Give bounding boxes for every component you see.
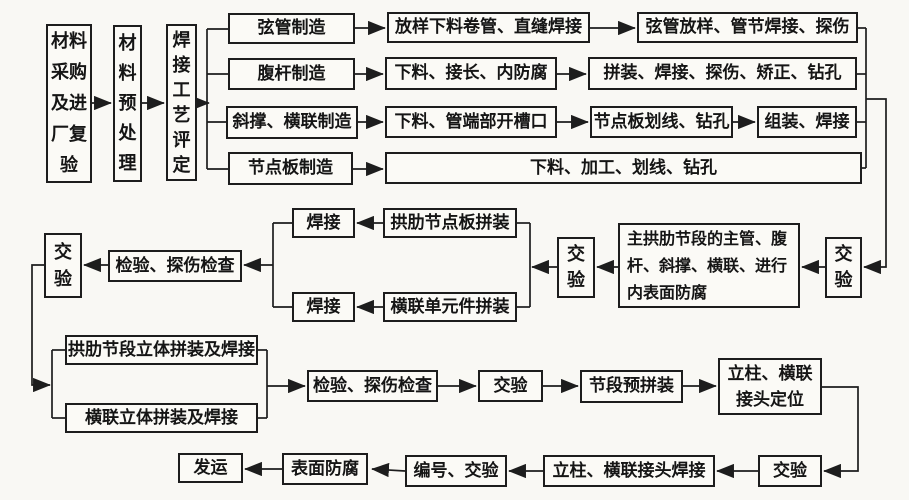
- node-cutting-lengthening-inner-anticorrosion: 下料、接长、内防腐: [385, 57, 557, 90]
- node-handover-inspection-2: 交验: [557, 237, 595, 298]
- node-inspection-flaw-check-1: 检验、探伤检查: [108, 250, 242, 282]
- node-assembling-welding: 组装、焊接: [757, 106, 857, 138]
- node-handover-inspection-3: 交验: [44, 233, 82, 298]
- node-inspection-flaw-check-2: 检验、探伤检查: [307, 370, 438, 402]
- node-numbering-handover-inspection: 编号、交验: [405, 455, 507, 487]
- node-lofting-cutting-rolling-seam-welding: 放样下料卷管、直缝焊接: [387, 12, 590, 43]
- flow-arrows: [31, 20, 887, 479]
- node-shipping: 发运: [178, 453, 243, 483]
- node-diagonal-lateral-brace-manufacture: 斜撑、横联制造: [226, 106, 358, 139]
- node-chord-lofting-joint-welding-flaw-detection: 弦管放样、管节焊接、探伤: [637, 12, 858, 43]
- node-welding-procedure-qualification: 焊接工艺评定: [166, 24, 197, 181]
- node-arch-rib-gusset-assembly: 拱肋节点板拼装: [383, 208, 517, 238]
- node-surface-anticorrosion: 表面防腐: [282, 453, 368, 485]
- node-welding-bottom: 焊接: [292, 292, 355, 322]
- node-chord-tube-manufacture: 弦管制造: [228, 13, 355, 44]
- node-welding-top: 焊接: [292, 208, 355, 238]
- node-handover-inspection-1: 交验: [825, 237, 862, 298]
- node-cutting-machining-marking-drilling: 下料、加工、划线、钻孔: [385, 152, 862, 184]
- node-segment-trial-assembly: 节段预拼装: [580, 370, 683, 403]
- node-material-procurement-inspection: 材料采购及进厂复验: [46, 24, 92, 183]
- node-main-arch-rib-inner-anticorrosion: 主拱肋节段的主管、腹杆、斜撑、横联、进行内表面防腐: [618, 223, 800, 308]
- node-gusset-plate-manufacture: 节点板制造: [228, 152, 353, 185]
- node-web-member-manufacture: 腹杆制造: [228, 58, 355, 90]
- node-handover-inspection-4: 交验: [478, 370, 543, 402]
- node-lateral-brace-3d-assembly-welding: 横联立体拼装及焊接: [65, 403, 258, 433]
- node-gusset-marking-drilling: 节点板划线、钻孔: [590, 106, 733, 138]
- node-column-lateral-joint-welding: 立柱、横联接头焊接: [543, 455, 715, 487]
- node-arch-rib-segment-3d-assembly-welding: 拱肋节段立体拼装及焊接: [65, 335, 258, 365]
- node-lateral-brace-unit-assembly: 横联单元件拼装: [383, 292, 517, 322]
- node-material-pretreatment: 材料预处理: [113, 25, 142, 182]
- node-column-lateral-joint-positioning: 立柱、横联接头定位: [718, 358, 822, 415]
- node-assembly-welding-flaw-correction-drilling: 拼装、焊接、探伤、矫正、钻孔: [588, 57, 857, 90]
- node-cutting-pipe-end-slotting: 下料、管端部开槽口: [385, 106, 557, 138]
- node-handover-inspection-5: 交验: [758, 455, 822, 487]
